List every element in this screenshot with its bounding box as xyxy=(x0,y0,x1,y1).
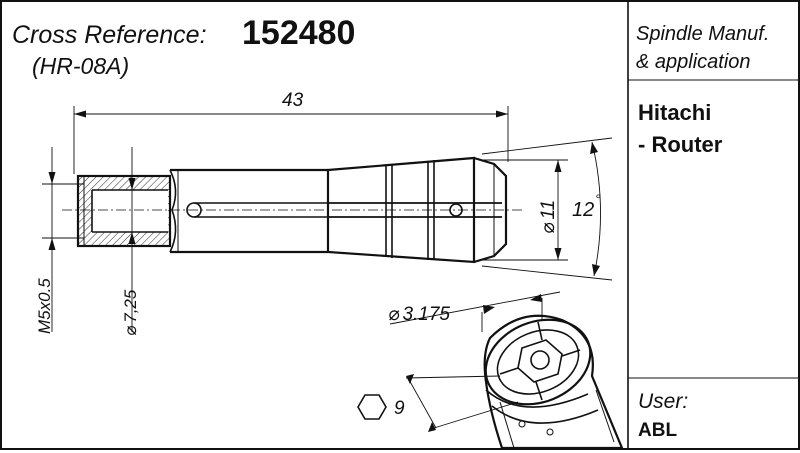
collet-drawing: Cross Reference: 152480 (HR-08A) Spindle… xyxy=(12,2,798,450)
dimension-shank-diameter: ⌀3.175 xyxy=(388,291,561,332)
application-label: & application xyxy=(636,51,751,73)
angle-value: 12 xyxy=(572,199,594,221)
dimension-taper-angle: 12 ° xyxy=(481,137,613,281)
thread-value: M5x0.5 xyxy=(35,278,54,334)
length-value: 43 xyxy=(282,90,304,111)
user-label: User: xyxy=(638,390,688,413)
spindle-label: Spindle Manuf. xyxy=(636,23,769,45)
part-number: 152480 xyxy=(242,14,355,52)
shank-diameter-value: 3.175 xyxy=(402,304,450,325)
application-name: - Router xyxy=(638,132,723,157)
diameter-symbol: ⌀ xyxy=(538,222,559,234)
user-value: ABL xyxy=(638,420,677,441)
collet-side-view xyxy=(62,156,522,264)
diameter-symbol: ⌀ xyxy=(121,325,140,336)
cross-reference-label: Cross Reference: xyxy=(12,21,207,49)
model-code: (HR-08A) xyxy=(32,53,129,79)
svg-text:⌀3.175: ⌀3.175 xyxy=(388,304,450,325)
diameter-symbol: ⌀ xyxy=(388,304,400,325)
dimension-overall-length: 43 xyxy=(73,90,509,174)
collet-isometric-view xyxy=(483,314,624,450)
hex-size-value: 9 xyxy=(394,398,405,419)
degree-symbol: ° xyxy=(595,191,601,207)
manufacturer-name: Hitachi xyxy=(638,100,711,125)
dimension-bore-diameter: ⌀ 7,25 xyxy=(121,147,140,336)
hexagon-icon xyxy=(357,394,387,420)
bore-diameter-value: 7,25 xyxy=(121,289,140,323)
diameter-11-value: 11 xyxy=(538,200,559,220)
svg-text:⌀7,25: ⌀ 7,25 xyxy=(121,289,140,336)
dimension-thread: M5x0.5 xyxy=(35,147,84,334)
dimension-diameter-11: ⌀ 11 xyxy=(480,159,568,261)
dimension-hex-size: 9 xyxy=(357,374,519,432)
svg-text:⌀11: ⌀ 11 xyxy=(538,200,559,234)
